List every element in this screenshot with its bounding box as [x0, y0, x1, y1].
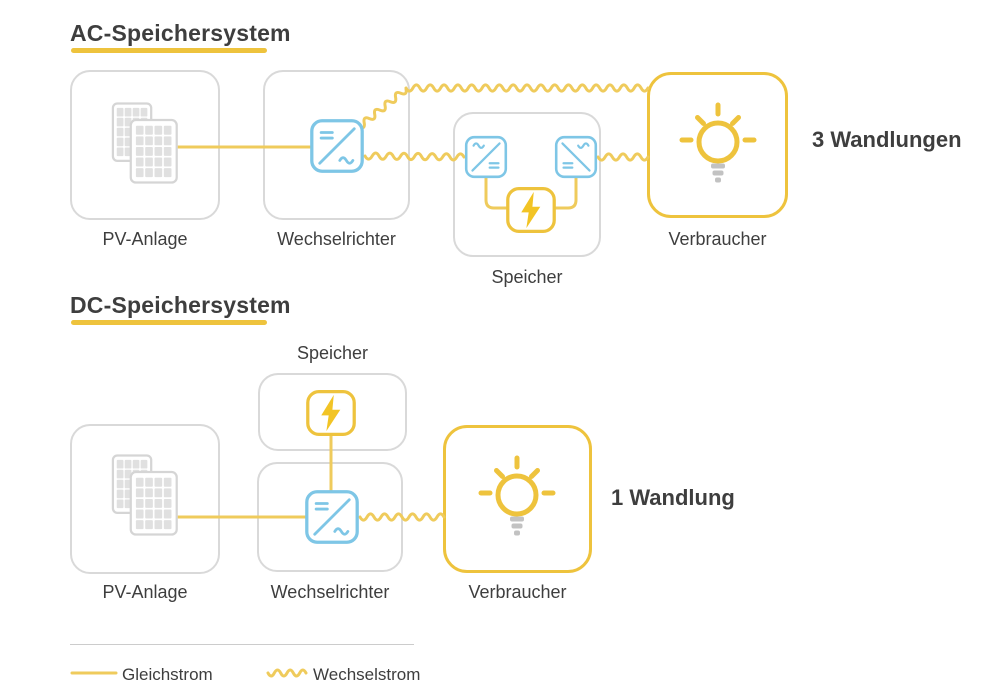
ac-section-title: AC-Speichersystem — [70, 20, 291, 46]
inverter-icon-discharge — [554, 135, 598, 179]
legend-wavy-line-icon — [266, 668, 308, 678]
dc-conversion-count: 1 Wandlung — [611, 485, 735, 510]
battery-lightning-icon — [306, 390, 356, 436]
battery-lightning-icon — [506, 187, 556, 233]
dc-section-title: DC-Speichersystem — [70, 292, 291, 318]
dc-inverter-label: Wechselrichter — [270, 582, 390, 602]
light-bulb-icon — [676, 100, 760, 192]
ac-inverter-label: Wechselrichter — [277, 229, 396, 249]
light-bulb-icon — [475, 453, 559, 545]
solar-panel-icon — [111, 453, 185, 537]
ac-conversion-count: 3 Wandlungen — [812, 127, 962, 152]
dc-pv-label: PV-Anlage — [102, 582, 188, 602]
dc-title-underline — [71, 320, 267, 325]
dc-storage-label: Speicher — [296, 343, 369, 363]
ac-storage-label: Speicher — [491, 267, 563, 287]
ac-pv-label: PV-Anlage — [102, 229, 188, 249]
dc-consumer-box — [443, 425, 592, 573]
legend-ac-label: Wechselstrom — [313, 665, 421, 684]
inverter-icon — [310, 119, 364, 173]
dc-consumer-label: Verbraucher — [468, 582, 567, 602]
ac-storage-to-consumer-ac-line — [596, 152, 650, 162]
legend-dc-label: Gleichstrom — [122, 665, 213, 684]
ac-consumer-label: Verbraucher — [668, 229, 767, 249]
ac-title-underline — [71, 48, 267, 53]
inverter-icon-charge — [464, 135, 508, 179]
solar-panel-icon — [111, 101, 185, 185]
inverter-icon — [305, 490, 359, 544]
legend-divider — [70, 644, 414, 645]
